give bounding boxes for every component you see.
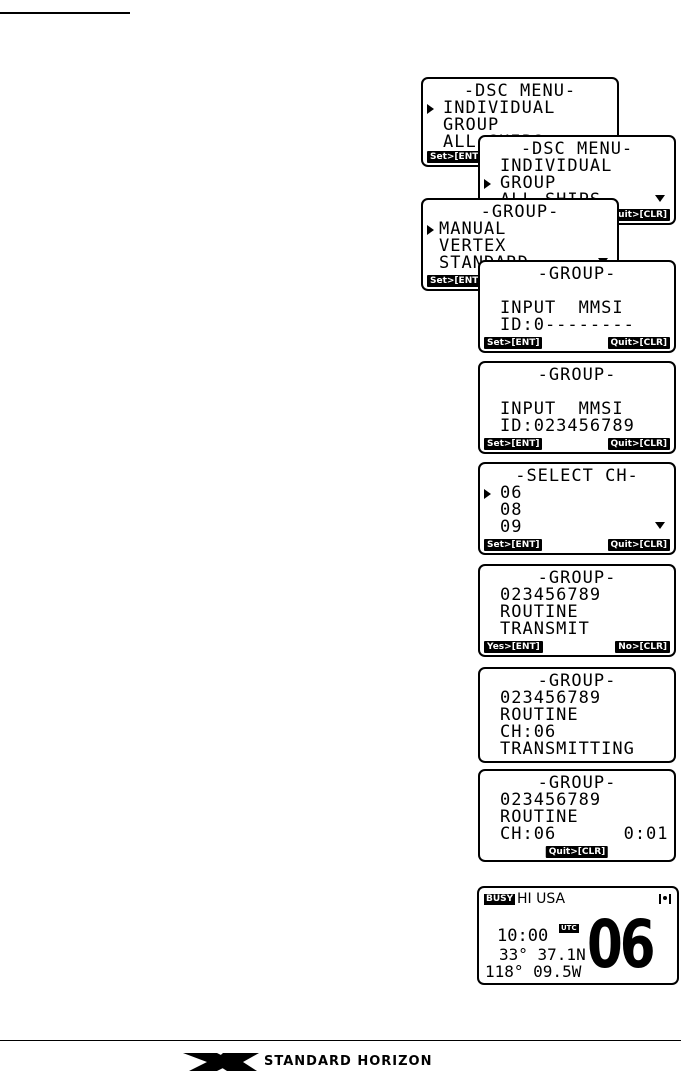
group-item-vertex[interactable]: VERTEX xyxy=(439,236,507,256)
screen-title: -DSC MENU- xyxy=(463,81,577,101)
brand-name: STANDARD HORIZON xyxy=(264,1054,433,1069)
cursor-arrow-icon xyxy=(484,489,491,499)
screen-title: -GROUP- xyxy=(537,365,617,385)
screen-title: -SELECT CH- xyxy=(515,466,639,486)
softkey-quit[interactable]: Quit>[CLR] xyxy=(545,846,609,858)
screen-title: -GROUP- xyxy=(537,671,617,691)
time-value: 10:00 xyxy=(497,926,549,946)
softkey-set[interactable]: Set>[ENT] xyxy=(484,438,543,450)
softkey-quit[interactable]: Quit>[CLR] xyxy=(607,539,670,551)
input-mmsi-label: INPUT MMSI xyxy=(500,399,624,419)
latitude-value: 33° 37.1N xyxy=(499,945,586,964)
channel-number: 06 xyxy=(587,906,656,983)
softkey-quit[interactable]: Quit>[CLR] xyxy=(607,438,670,450)
utc-badge: UTC xyxy=(559,924,579,933)
screen-title: -GROUP- xyxy=(537,568,617,588)
softkey-set[interactable]: Set>[ENT] xyxy=(484,539,543,551)
screen-title: -GROUP- xyxy=(480,202,560,222)
lcd-confirm-transmit: -GROUP- 023456789 ROUTINE TRANSMIT Yes>[… xyxy=(478,564,676,657)
lcd-main-channel: BUSY HI USA 10:00 UTC 33° 37.1N 118° 09.… xyxy=(477,886,679,985)
channel-item-09[interactable]: 09 xyxy=(500,517,523,537)
header-rule xyxy=(0,12,130,14)
cursor-arrow-icon xyxy=(427,225,434,235)
softkey-set[interactable]: Set>[ENT] xyxy=(427,275,486,287)
menu-item-individual[interactable]: INDIVIDUAL xyxy=(443,98,556,118)
lcd-waiting: -GROUP- 023456789 ROUTINE CH:06 0:01 Qui… xyxy=(478,769,676,862)
input-mmsi-label: INPUT MMSI xyxy=(500,298,624,318)
menu-item-individual[interactable]: INDIVIDUAL xyxy=(500,156,613,176)
channel-item-06[interactable]: 06 xyxy=(500,483,523,503)
priority-value: ROUTINE xyxy=(500,807,579,827)
transmit-label: TRANSMIT xyxy=(500,619,590,639)
mmsi-id-field[interactable]: ID:023456789 xyxy=(500,416,635,436)
scroll-down-icon xyxy=(655,195,665,202)
softkey-quit[interactable]: Quit>[CLR] xyxy=(607,209,670,221)
cursor-arrow-icon xyxy=(484,179,491,189)
softkey-set[interactable]: Set>[ENT] xyxy=(484,337,543,349)
mmsi-value: 023456789 xyxy=(500,790,602,810)
softkey-quit[interactable]: Quit>[CLR] xyxy=(607,337,670,349)
screen-title: -GROUP- xyxy=(537,264,617,284)
screen-title: -DSC MENU- xyxy=(520,139,634,159)
mmsi-id-field[interactable]: ID:0-------- xyxy=(500,315,635,335)
mmsi-value: 023456789 xyxy=(500,585,602,605)
menu-item-group[interactable]: GROUP xyxy=(443,115,500,135)
gps-icon xyxy=(659,894,671,904)
lcd-input-mmsi-empty: -GROUP- INPUT MMSI ID:0-------- Set>[ENT… xyxy=(478,260,676,353)
footer-rule xyxy=(0,1040,681,1041)
channel-timer: CH:06 0:01 xyxy=(500,824,669,844)
channel-item-08[interactable]: 08 xyxy=(500,500,523,520)
lcd-transmitting: -GROUP- 023456789 ROUTINE CH:06 TRANSMIT… xyxy=(478,667,676,763)
menu-item-group[interactable]: GROUP xyxy=(500,173,557,193)
longitude-value: 118° 09.5W xyxy=(485,962,582,981)
lcd-select-channel: -SELECT CH- 06 08 09 Set>[ENT] Quit>[CLR… xyxy=(478,462,676,555)
cursor-arrow-icon xyxy=(427,104,434,114)
softkey-set[interactable]: Set>[ENT] xyxy=(427,151,486,163)
screen-title: -GROUP- xyxy=(537,773,617,793)
brand-logo-icon xyxy=(183,1053,259,1071)
transmitting-status: TRANSMITTING xyxy=(500,739,635,759)
scroll-down-icon xyxy=(655,522,665,529)
softkey-no[interactable]: No>[CLR] xyxy=(615,641,670,653)
region-label: HI USA xyxy=(517,891,566,907)
priority-value: ROUTINE xyxy=(500,602,579,622)
busy-indicator: BUSY xyxy=(484,894,516,905)
channel-value: CH:06 xyxy=(500,722,557,742)
softkey-yes[interactable]: Yes>[ENT] xyxy=(484,641,543,653)
priority-value: ROUTINE xyxy=(500,705,579,725)
group-item-manual[interactable]: MANUAL xyxy=(439,219,507,239)
mmsi-value: 023456789 xyxy=(500,688,602,708)
lcd-input-mmsi-full: -GROUP- INPUT MMSI ID:023456789 Set>[ENT… xyxy=(478,361,676,454)
